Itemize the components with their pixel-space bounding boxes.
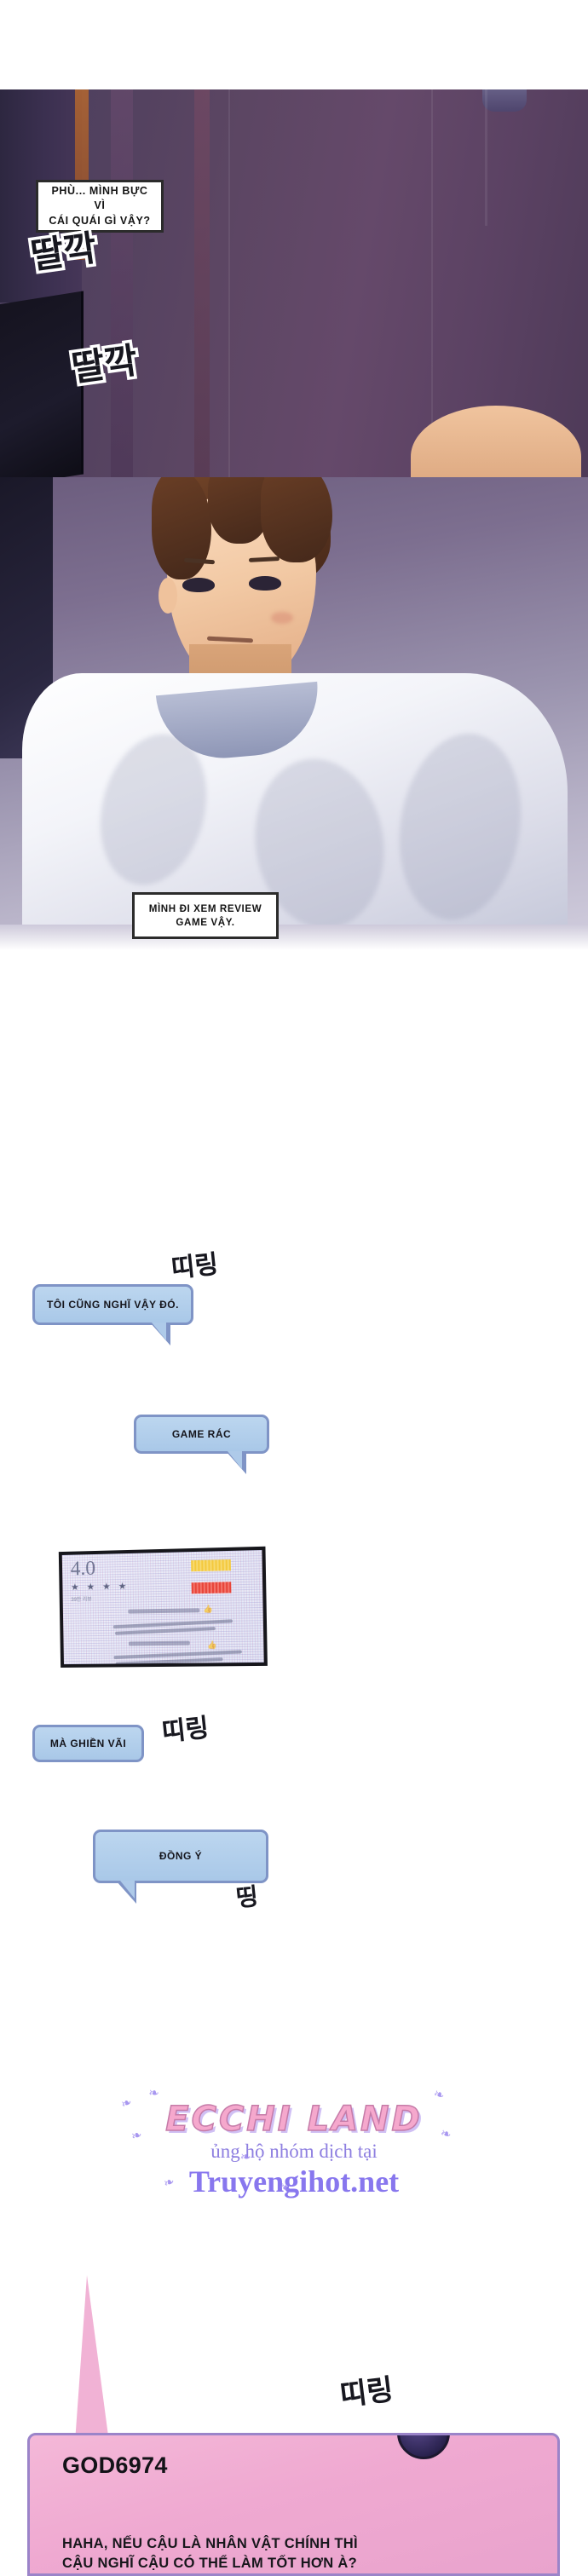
chat-bubble-1: TÔI CŨNG NGHĨ VẬY ĐÓ. xyxy=(32,1284,193,1346)
game-review-screenshot-photo: 4.0 ★ ★ ★ ★ 39만 리뷰 👍 👍 xyxy=(58,1546,268,1668)
sfx-click-1: 딸깍 xyxy=(25,223,101,279)
panel-fade-strip xyxy=(0,925,588,950)
chat-message-panel-god6974: GOD6974 HAHA, NẾU CẬU LÀ NHÂN VẬT CHÍNH … xyxy=(27,2433,560,2576)
sfx-chime-1: 띠링 xyxy=(170,1249,220,1284)
chat-message-text: HAHA, NẾU CẬU LÀ NHÂN VẬT CHÍNH THÌ CẬU … xyxy=(62,2534,522,2573)
butterfly-icon-1: ❧ xyxy=(118,2095,135,2112)
review-entry-stars-2 xyxy=(128,1640,190,1646)
chat-3-text: MÀ GHIỀN VÃI xyxy=(49,1737,127,1749)
chat-4-tail-fill xyxy=(120,1881,135,1899)
wall-stripe-b xyxy=(194,89,210,477)
review-count-text: 39만 리뷰 xyxy=(71,1597,92,1603)
bubble-2-line-2: GAME VẬY. xyxy=(176,916,235,928)
chat-bubble-3: MÀ GHIỀN VÃI xyxy=(32,1725,144,1762)
bubble-1-line-1: PHÙ... MÌNH BỰC VÌ xyxy=(51,185,148,212)
hair-lock-mid xyxy=(208,477,271,544)
sfx-chime-2: 띠링 xyxy=(160,1713,210,1748)
wall-fold-b xyxy=(431,89,433,477)
panel-bedroom-wall xyxy=(0,89,588,477)
bubble-1-line-2: CÁI QUÁI GÌ VẬY? xyxy=(49,214,151,227)
watermark-subtitle: ủng hộ nhóm dịch tại xyxy=(210,2141,378,2162)
eye-left xyxy=(182,578,215,592)
eye-right xyxy=(249,576,281,591)
review-star-row: ★ ★ ★ ★ xyxy=(71,1581,130,1593)
speech-bubble-monologue-2: MÌNH ĐI XEM REVIEW GAME VẬY. xyxy=(132,892,279,939)
bubble-2-line-1: MÌNH ĐI XEM REVIEW xyxy=(148,902,262,914)
hair-lock-left xyxy=(152,477,211,579)
sfx-chime-3: 띠링 xyxy=(337,2372,395,2413)
chat-bubble-4: ĐỒNG Ý xyxy=(93,1830,268,1904)
chat-2-tail-fill xyxy=(228,1451,242,1469)
chat-bubble-2: GAME RÁC xyxy=(134,1415,269,1474)
scanlation-watermark: ❧ ❧ ❧ ECCHI LAND ❧ ❧ ủng hộ nhóm dịch tạ… xyxy=(0,2086,588,2199)
thumb-up-icon-1: 👍 xyxy=(203,1604,213,1614)
chat-message-line-1: HAHA, NẾU CẬU LÀ NHÂN VẬT CHÍNH THÌ xyxy=(62,2536,358,2551)
ceiling-fixture xyxy=(482,89,527,112)
monitor-silhouette xyxy=(0,291,84,477)
pink-panel-tail xyxy=(75,2275,109,2442)
butterfly-icon-3: ❧ xyxy=(431,2086,447,2104)
chat-username: GOD6974 xyxy=(62,2452,168,2478)
chat-1-text: TÔI CŨNG NGHĨ VẬY ĐÓ. xyxy=(47,1298,179,1311)
butterfly-icon-7: ❧ xyxy=(161,2174,177,2192)
ear-shape xyxy=(159,578,177,614)
user-avatar xyxy=(397,2435,450,2459)
review-entry-stars-1 xyxy=(128,1608,200,1614)
wall-stripe-a xyxy=(111,89,133,477)
butterfly-icon-6: ❧ xyxy=(239,2150,251,2164)
review-entry-text-1b xyxy=(114,1627,216,1635)
watermark-site-url: Truyengihot.net xyxy=(188,2164,400,2199)
cheek-blush xyxy=(271,612,293,624)
review-rating-value: 4.0 xyxy=(70,1557,96,1581)
review-yellow-chip xyxy=(191,1559,231,1572)
sfx-click-2: 딸깍 xyxy=(66,336,142,392)
butterfly-icon-2: ❧ xyxy=(148,2086,159,2101)
chat-2-text: GAME RÁC xyxy=(171,1427,232,1440)
sfx-ping: 띵 xyxy=(234,1882,260,1913)
wall-seam xyxy=(485,89,487,226)
ecchi-land-logo: ECCHI LAND xyxy=(165,2100,423,2139)
hair-lock-right xyxy=(261,477,332,562)
chat-message-line-2: CẬU NGHĨ CẬU CÓ THỂ LÀM TỐT HƠN À? xyxy=(62,2556,358,2572)
speech-bubble-monologue-1: PHÙ... MÌNH BỰC VÌ CÁI QUÁI GÌ VẬY? xyxy=(36,180,164,233)
chat-4-text: ĐỒNG Ý xyxy=(159,1850,203,1863)
panel-character-closeup xyxy=(0,477,588,925)
butterfly-icon-5: ❧ xyxy=(439,2125,453,2143)
wall-fold-a xyxy=(228,89,230,477)
review-entry-text-2b xyxy=(115,1657,223,1666)
review-red-chip xyxy=(191,1582,232,1594)
thumb-up-icon-2: 👍 xyxy=(206,1640,217,1650)
head-top-peek xyxy=(411,406,581,477)
chat-1-tail-fill xyxy=(152,1323,166,1340)
